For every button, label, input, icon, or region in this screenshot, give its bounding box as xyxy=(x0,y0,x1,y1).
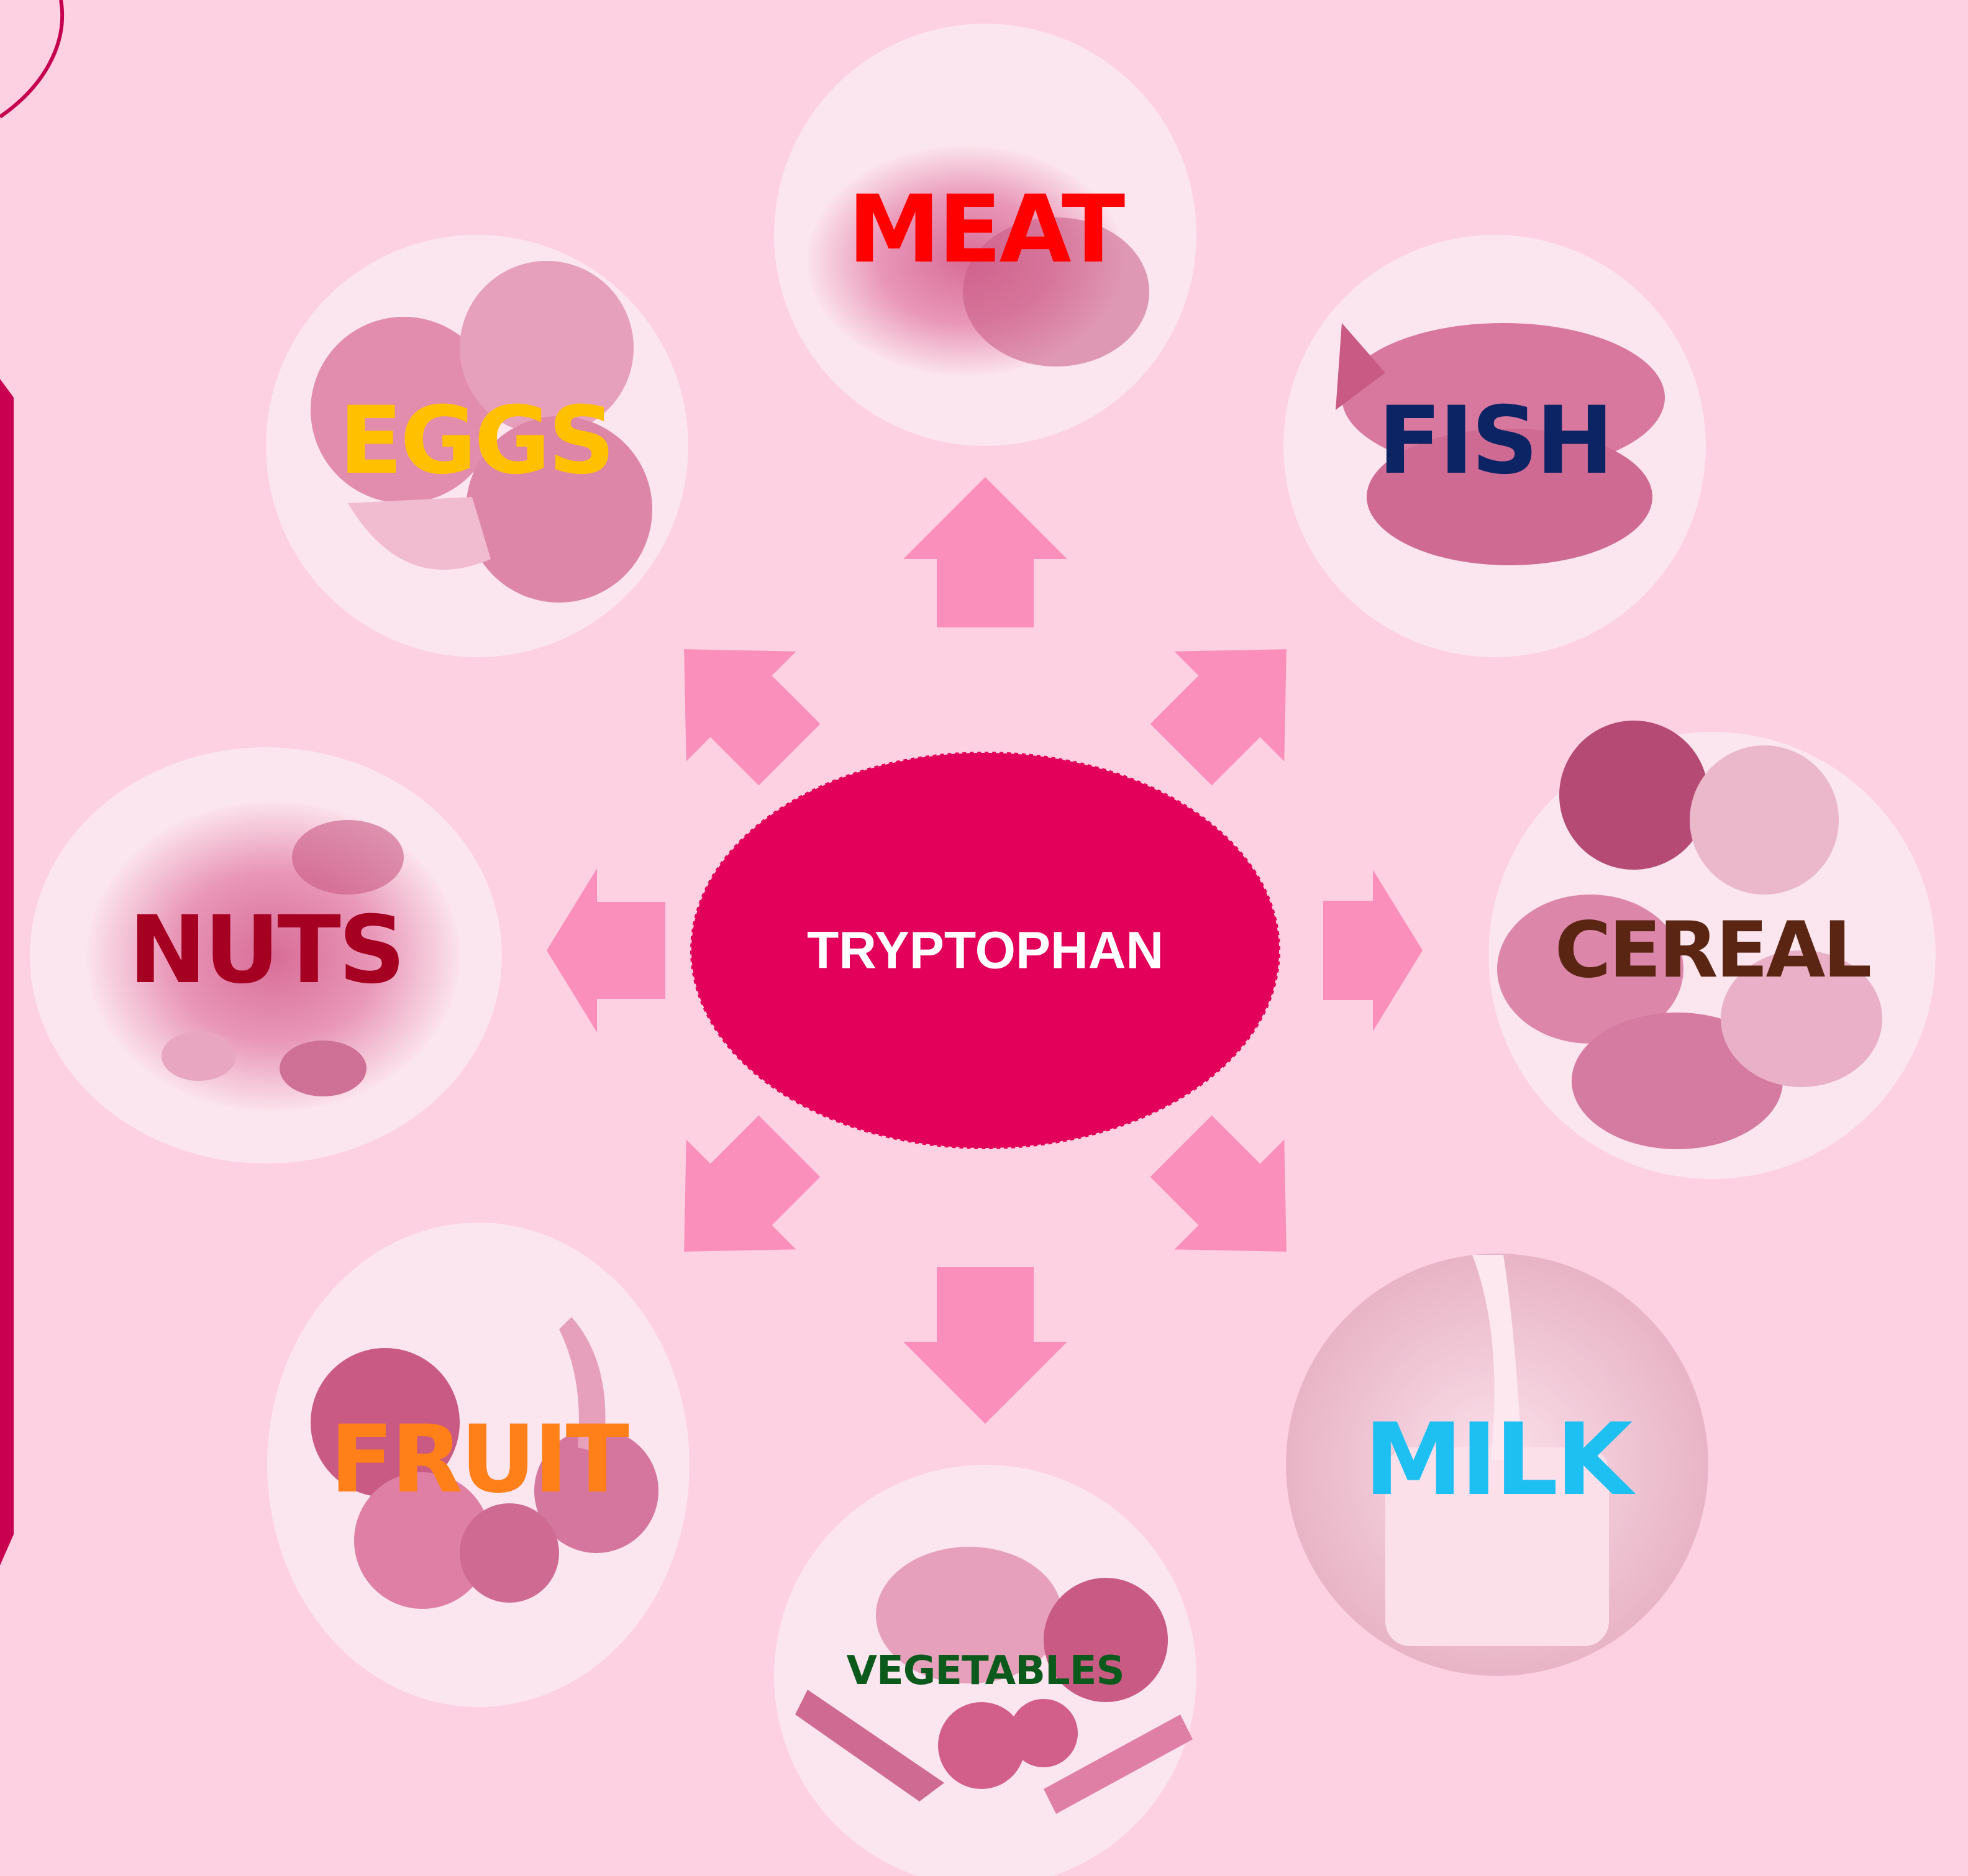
corner-ornament xyxy=(0,0,62,117)
arrow-left xyxy=(547,868,665,1032)
label-meat: MEAT xyxy=(848,183,1123,276)
center-label: TRYPTOPHAN xyxy=(807,921,1164,981)
label-nuts: NUTS xyxy=(129,904,403,997)
label-fruit: FRUIT xyxy=(330,1413,627,1506)
label-eggs: EGGS xyxy=(339,394,613,488)
arrow-right xyxy=(1323,870,1423,1031)
arrow-up-right xyxy=(1126,594,1341,809)
label-vegetables: VEGETABLES xyxy=(846,1651,1124,1691)
arrow-down xyxy=(903,1267,1067,1424)
label-cereal: CEREAL xyxy=(1555,912,1870,989)
label-fish: FISH xyxy=(1378,394,1611,488)
label-milk: MILK xyxy=(1364,1410,1631,1509)
arrow-up xyxy=(903,477,1067,627)
arrow-up-left xyxy=(629,594,844,809)
left-edge-bar xyxy=(0,379,14,1565)
arrow-down-right xyxy=(1126,1091,1341,1306)
arrow-down-left xyxy=(629,1091,844,1306)
